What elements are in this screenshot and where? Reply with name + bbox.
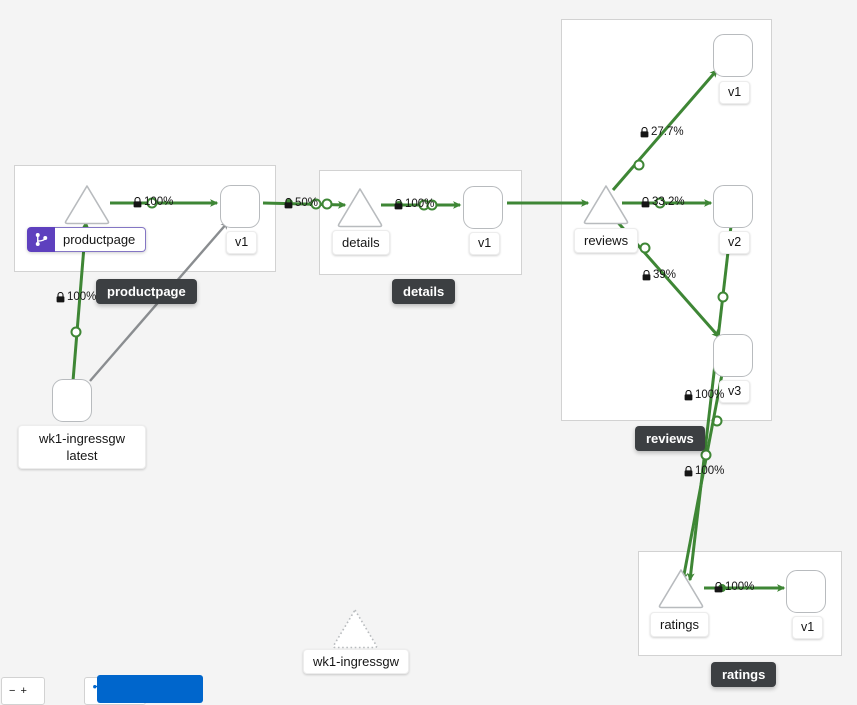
node-details-v1[interactable] bbox=[463, 186, 503, 229]
node-ingressgw-idle-service[interactable] bbox=[331, 607, 379, 649]
edge-label-text: 100% bbox=[725, 581, 755, 593]
ingressgw-label-line2: latest bbox=[66, 448, 98, 463]
edge-label-text: 100% bbox=[695, 465, 725, 477]
group-tooltip-details: details bbox=[392, 279, 456, 304]
group-tooltip-ratings: ratings bbox=[711, 662, 777, 687]
virtual-service-icon bbox=[27, 227, 55, 252]
edge-label-text: 50% bbox=[295, 197, 319, 209]
node-label-ratings-v1: v1 bbox=[792, 616, 824, 639]
node-label-reviews-service: reviews bbox=[574, 228, 639, 253]
edge-label-productpage-v1-to-details-svc[interactable]: 50% bbox=[284, 197, 318, 209]
edge-label-text: 100% bbox=[405, 198, 435, 210]
productpage-service-label: productpage bbox=[55, 227, 147, 252]
lock-icon bbox=[284, 197, 293, 209]
node-ratings-v1[interactable] bbox=[786, 570, 826, 613]
node-reviews-v3[interactable] bbox=[713, 334, 753, 377]
node-productpage-v1[interactable] bbox=[220, 185, 260, 228]
toolbar-zoom-group[interactable]: − + bbox=[1, 677, 45, 705]
lock-icon bbox=[56, 291, 65, 303]
node-label-ingressgw-workload: wk1-ingressgw latest bbox=[18, 425, 146, 469]
lock-icon bbox=[714, 581, 723, 593]
edge-reviews-svc-to-v1[interactable] bbox=[611, 68, 719, 191]
edge-label-text: 100% bbox=[144, 196, 174, 208]
node-label-details-v1: v1 bbox=[469, 232, 501, 255]
node-label-details-service: details bbox=[332, 230, 390, 255]
node-label-productpage-service[interactable]: productpage bbox=[27, 227, 147, 252]
lock-icon bbox=[394, 198, 403, 210]
node-productpage-service[interactable] bbox=[63, 183, 111, 225]
edge-label-reviews-svc-to-v2[interactable]: 33.2% bbox=[641, 196, 685, 208]
group-tooltip-productpage: productpage bbox=[96, 279, 197, 304]
edge-label-reviews-v3-to-ratings-svc[interactable]: 100% bbox=[684, 389, 724, 401]
zoom-plus-icon[interactable]: + bbox=[20, 685, 27, 697]
edge-label-ratings-svc-to-v1[interactable]: 100% bbox=[714, 581, 754, 593]
bottom-toolbar[interactable]: − + bbox=[0, 675, 857, 705]
edge-label-text: 33.2% bbox=[652, 196, 685, 208]
node-ratings-service[interactable] bbox=[657, 567, 705, 609]
edge-label-reviews-svc-to-v3[interactable]: 39% bbox=[642, 269, 676, 281]
edge-reviews-v3-to-ratings-svc[interactable] bbox=[680, 368, 725, 582]
lock-icon bbox=[684, 465, 693, 477]
zoom-minus-icon[interactable]: − bbox=[9, 685, 16, 697]
node-label-reviews-v2: v2 bbox=[719, 231, 751, 254]
node-label-reviews-v1: v1 bbox=[719, 81, 751, 104]
node-ingressgw-workload[interactable] bbox=[52, 379, 92, 422]
edge-label-text: 39% bbox=[653, 269, 677, 281]
lock-icon bbox=[640, 126, 649, 138]
edge-label-details-svc-to-v1[interactable]: 100% bbox=[394, 198, 434, 210]
ingressgw-label-line1: wk1-ingressgw bbox=[39, 431, 125, 446]
lock-icon bbox=[133, 196, 142, 208]
edge-reviews-v2-to-ratings-svc[interactable] bbox=[686, 225, 733, 582]
lock-icon bbox=[641, 196, 650, 208]
lock-icon bbox=[684, 389, 693, 401]
edge-label-text: 100% bbox=[695, 389, 725, 401]
edge-label-reviews-v2-to-ratings-svc[interactable]: 100% bbox=[684, 465, 724, 477]
edge-label-productpage-svc-to-v1[interactable]: 100% bbox=[133, 196, 173, 208]
node-reviews-v2[interactable] bbox=[713, 185, 753, 228]
edge-label-text: 27.7% bbox=[651, 126, 684, 138]
group-tooltip-reviews: reviews bbox=[635, 426, 705, 451]
edge-label-reviews-svc-to-v1[interactable]: 27.7% bbox=[640, 126, 684, 138]
node-details-service[interactable] bbox=[336, 186, 384, 228]
edge-productpage-svc-to-v1[interactable] bbox=[110, 197, 219, 209]
node-label-productpage-v1: v1 bbox=[226, 231, 258, 254]
edge-label-text: 100% bbox=[67, 291, 97, 303]
node-label-ingressgw-idle: wk1-ingressgw bbox=[303, 649, 409, 674]
node-label-reviews-v3: v3 bbox=[719, 380, 751, 403]
node-reviews-service[interactable] bbox=[582, 183, 630, 225]
node-reviews-v1[interactable] bbox=[713, 34, 753, 77]
toolbar-primary-button[interactable] bbox=[97, 675, 203, 703]
lock-icon bbox=[642, 269, 651, 281]
edge-reviews-svc-to-v2[interactable] bbox=[622, 197, 713, 209]
node-label-ratings-service: ratings bbox=[650, 612, 710, 637]
edge-label-ingressgw-to-productpage-svc[interactable]: 100% bbox=[56, 291, 96, 303]
